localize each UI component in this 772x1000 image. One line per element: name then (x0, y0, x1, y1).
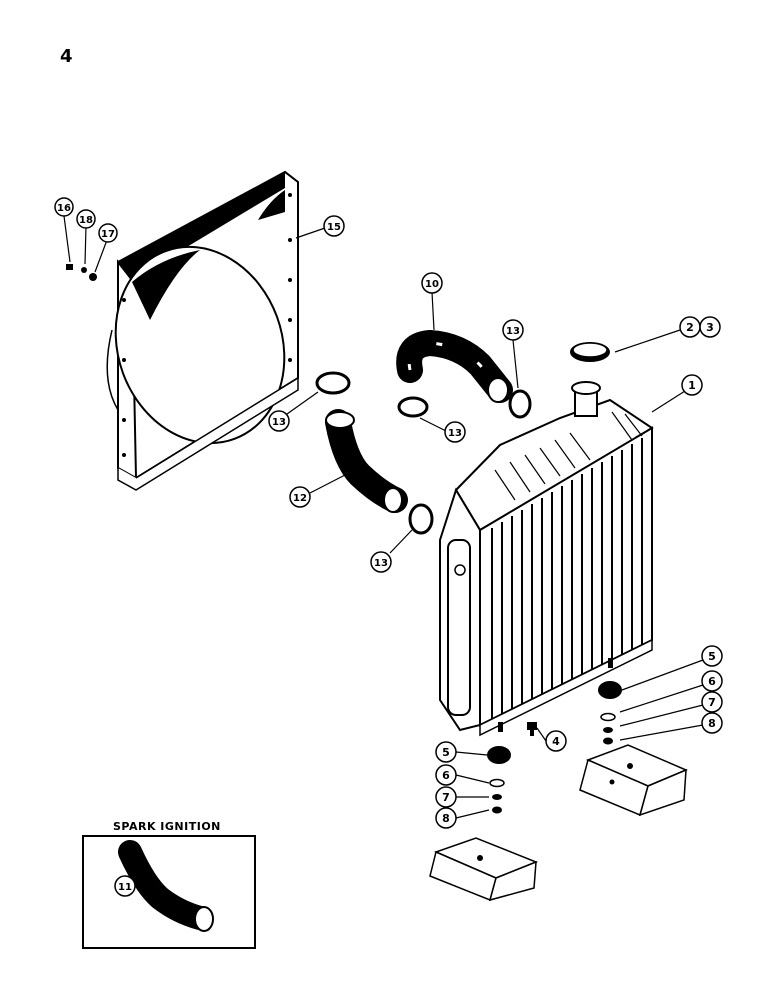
spark-ignition-inset: SPARK IGNITION (82, 820, 256, 949)
fan-shroud (106, 170, 299, 491)
svg-text:15: 15 (327, 222, 341, 233)
callout-6-right: 6 (701, 670, 723, 692)
svg-text:13: 13 (448, 428, 462, 439)
callouts: 16 18 17 15 10 13 2 3 1 13 13 12 13 5 6 … (54, 197, 723, 897)
callout-8-left: 8 (435, 807, 457, 829)
lower-hose (325, 409, 408, 513)
svg-text:8: 8 (442, 812, 450, 825)
callout-5-right: 5 (701, 645, 723, 667)
hose-clamps (315, 371, 532, 535)
callout-7-left: 7 (435, 786, 457, 808)
svg-text:17: 17 (101, 229, 115, 240)
svg-text:7: 7 (708, 696, 716, 709)
mount-hardware-left (487, 746, 511, 814)
svg-text:5: 5 (442, 746, 450, 759)
svg-text:8: 8 (708, 717, 716, 730)
inset-title: SPARK IGNITION (113, 820, 221, 833)
callout-4: 4 (545, 730, 567, 752)
callout-16: 16 (54, 197, 74, 217)
radiator (439, 381, 654, 737)
svg-text:1: 1 (688, 379, 696, 392)
svg-text:6: 6 (708, 675, 716, 688)
callout-5-left: 5 (435, 741, 457, 763)
svg-text:7: 7 (442, 791, 450, 804)
callout-13-lower: 13 (370, 551, 392, 573)
shroud-hardware (66, 264, 97, 281)
svg-text:10: 10 (425, 279, 439, 290)
svg-text:18: 18 (79, 215, 93, 226)
svg-text:13: 13 (272, 417, 286, 428)
svg-text:13: 13 (506, 326, 520, 337)
callout-13-left: 13 (268, 410, 290, 432)
callout-13-upper-right: 13 (502, 319, 524, 341)
svg-text:5: 5 (708, 650, 716, 663)
mounting-bracket-right (579, 744, 688, 817)
callout-7-right: 7 (701, 691, 723, 713)
spark-ignition-hose (118, 840, 212, 930)
leader-lines (63, 215, 704, 881)
callout-10: 10 (421, 272, 443, 294)
callout-13-middle: 13 (444, 421, 466, 443)
callout-1: 1 (681, 374, 703, 396)
radiator-cap (570, 342, 610, 362)
svg-text:6: 6 (442, 769, 450, 782)
svg-text:16: 16 (57, 203, 71, 214)
callout-8-right: 8 (701, 712, 723, 734)
callout-3: 3 (699, 316, 721, 338)
svg-text:4: 4 (552, 735, 560, 748)
callout-17: 17 (98, 223, 118, 243)
svg-text:12: 12 (293, 493, 307, 504)
drain-cock (527, 722, 537, 736)
callout-12: 12 (289, 486, 311, 508)
svg-text:3: 3 (706, 321, 714, 334)
svg-text:13: 13 (374, 558, 388, 569)
upper-hose (396, 329, 513, 403)
svg-text:2: 2 (686, 321, 694, 334)
page-number: 4 (60, 46, 73, 67)
callout-2: 2 (679, 316, 701, 338)
svg-text:11: 11 (118, 882, 132, 893)
mounting-bracket-left (429, 837, 539, 902)
callout-6-left: 6 (435, 764, 457, 786)
mount-hardware-right (598, 681, 622, 745)
callout-18: 18 (76, 209, 96, 229)
callout-11: 11 (114, 875, 136, 897)
callout-15: 15 (323, 215, 345, 237)
